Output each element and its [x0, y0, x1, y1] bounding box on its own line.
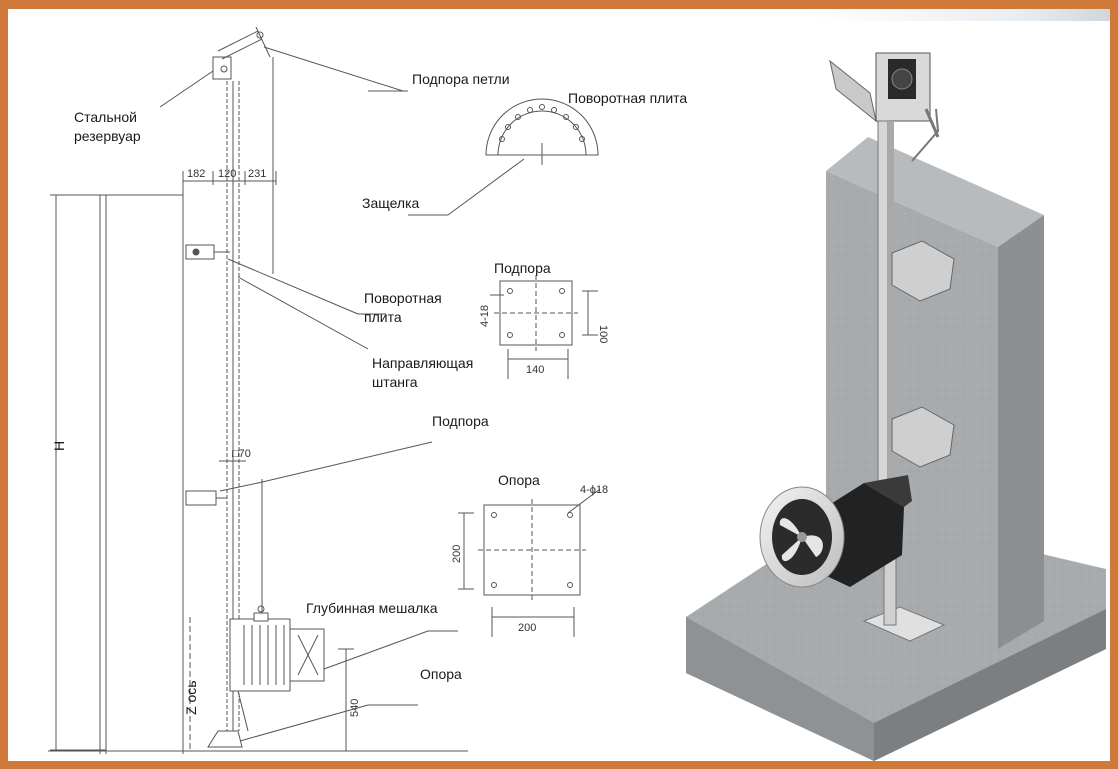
dim-231: 231	[248, 168, 266, 180]
label-support-2: Подпора	[432, 413, 489, 429]
dim-200-horizontal: 200	[518, 622, 536, 634]
label-loop-support: Подпора петли	[412, 71, 510, 87]
dimensions: 182 120 231 □70 4-18 100 140 4-ϕ18 200 2…	[187, 168, 609, 717]
dim-4-18: 4-18	[479, 305, 491, 327]
guide-bar-3d	[877, 120, 889, 542]
support-bracket-lower	[891, 406, 955, 468]
label-turn-plate-top: Поворотная плита	[568, 90, 687, 106]
dim-200-vertical: 200	[451, 545, 463, 563]
base-slab-side	[874, 609, 1106, 761]
label-steel-tank-2: резервуар	[74, 128, 141, 144]
label-turn-plate-1: Поворотная	[364, 290, 442, 306]
top-glint	[810, 9, 1110, 21]
render-3d	[686, 52, 1106, 761]
support-bracket-upper	[891, 240, 955, 302]
label-deep-mixer: Глубинная мешалка	[306, 600, 438, 616]
wall-side	[998, 215, 1044, 649]
propeller-blade-2	[802, 535, 823, 557]
dim-540: 540	[349, 699, 361, 717]
label-base-1: Опора	[498, 472, 540, 488]
dim-70: □70	[232, 448, 251, 460]
label-steel-tank-1: Стальной	[74, 109, 137, 125]
propeller-blade-3	[781, 537, 802, 562]
label-base-2: Опора	[420, 666, 462, 682]
dim-100: 100	[597, 325, 609, 343]
label-guide-bar-2: штанга	[372, 374, 418, 390]
dim-120: 120	[218, 168, 236, 180]
guide-bar-3d-shade	[888, 121, 894, 541]
label-z-axis: Z ось	[183, 680, 199, 715]
dim-140: 140	[526, 364, 544, 376]
dim-182: 182	[187, 168, 205, 180]
base-slab-front	[686, 617, 874, 761]
mixer-mount	[864, 475, 912, 507]
rotary-plate-drawing	[485, 98, 599, 165]
technical-drawing	[48, 26, 525, 754]
label-latch: Защелка	[362, 195, 420, 211]
label-guide-bar-1: Направляющая	[372, 355, 473, 371]
dim-4-phi18: 4-ϕ18	[580, 484, 608, 496]
label-turn-plate-2: плита	[364, 309, 402, 325]
support-plate-drawing	[490, 275, 598, 379]
propeller-blade-1	[779, 518, 802, 537]
label-support-1: Подпора	[494, 260, 551, 276]
diagram-canvas: Стальной резервуар Подпора петли Поворот…	[48, 26, 1106, 761]
hoist-bracket	[829, 52, 940, 162]
base-plate-drawing	[458, 488, 601, 637]
propeller-hub	[797, 532, 807, 542]
labels: Стальной резервуар Подпора петли Поворот…	[51, 71, 687, 715]
label-height: H	[51, 441, 67, 451]
